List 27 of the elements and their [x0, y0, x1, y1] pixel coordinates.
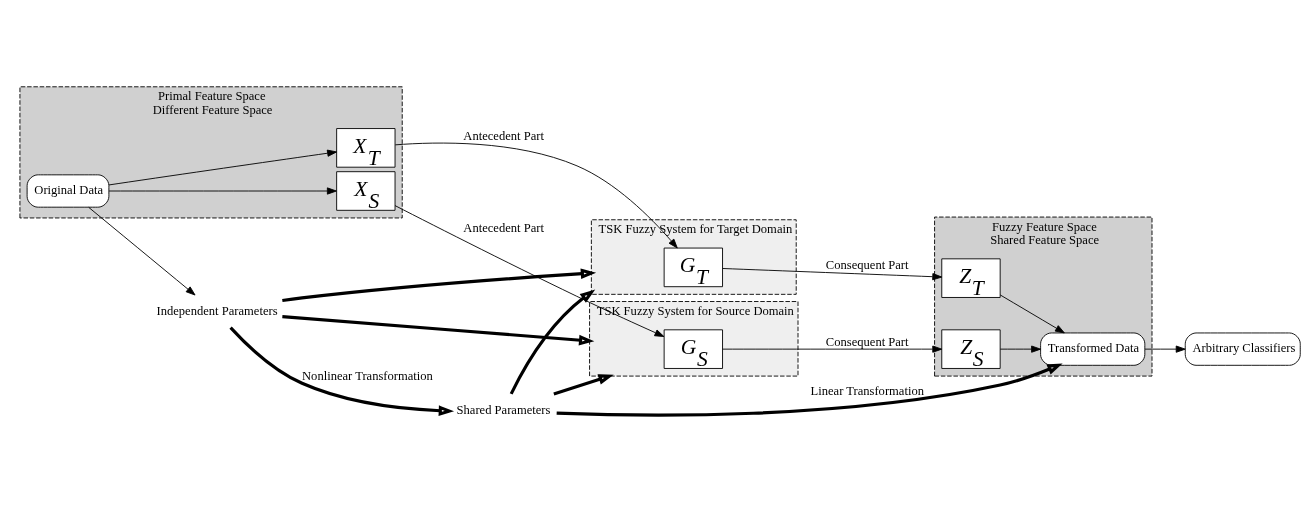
arrow — [394, 205, 665, 337]
arrow — [282, 268, 597, 303]
arrow — [394, 142, 678, 249]
arrow — [88, 206, 196, 296]
arrow — [999, 345, 1042, 353]
node-box: Transformed Data — [1040, 332, 1146, 366]
node-text: Independent Parameters — [156, 303, 278, 318]
edge-label: Nonlinear Transformation — [302, 368, 433, 383]
arrow — [509, 289, 596, 395]
node-box: Original Data — [26, 174, 110, 208]
node-box: Arbitrary Classifiers — [1184, 332, 1301, 366]
arrow — [108, 149, 337, 186]
arrow — [553, 374, 614, 396]
edge-label: Antecedent Part — [463, 220, 544, 235]
arrow — [999, 294, 1065, 334]
node-text: Shared Parameters — [456, 402, 551, 417]
arrow — [1144, 345, 1186, 353]
edge-label: Antecedent Part — [463, 128, 544, 143]
arrow — [282, 315, 595, 346]
arrow — [722, 268, 943, 281]
arrow — [556, 363, 1063, 417]
edge-label: Linear Transformation — [810, 384, 924, 399]
edge-label: Consequent Part — [825, 334, 909, 349]
arrow — [229, 326, 455, 417]
arrow — [722, 345, 943, 353]
arrow — [108, 187, 337, 195]
edge-label: Consequent Part — [825, 258, 909, 273]
